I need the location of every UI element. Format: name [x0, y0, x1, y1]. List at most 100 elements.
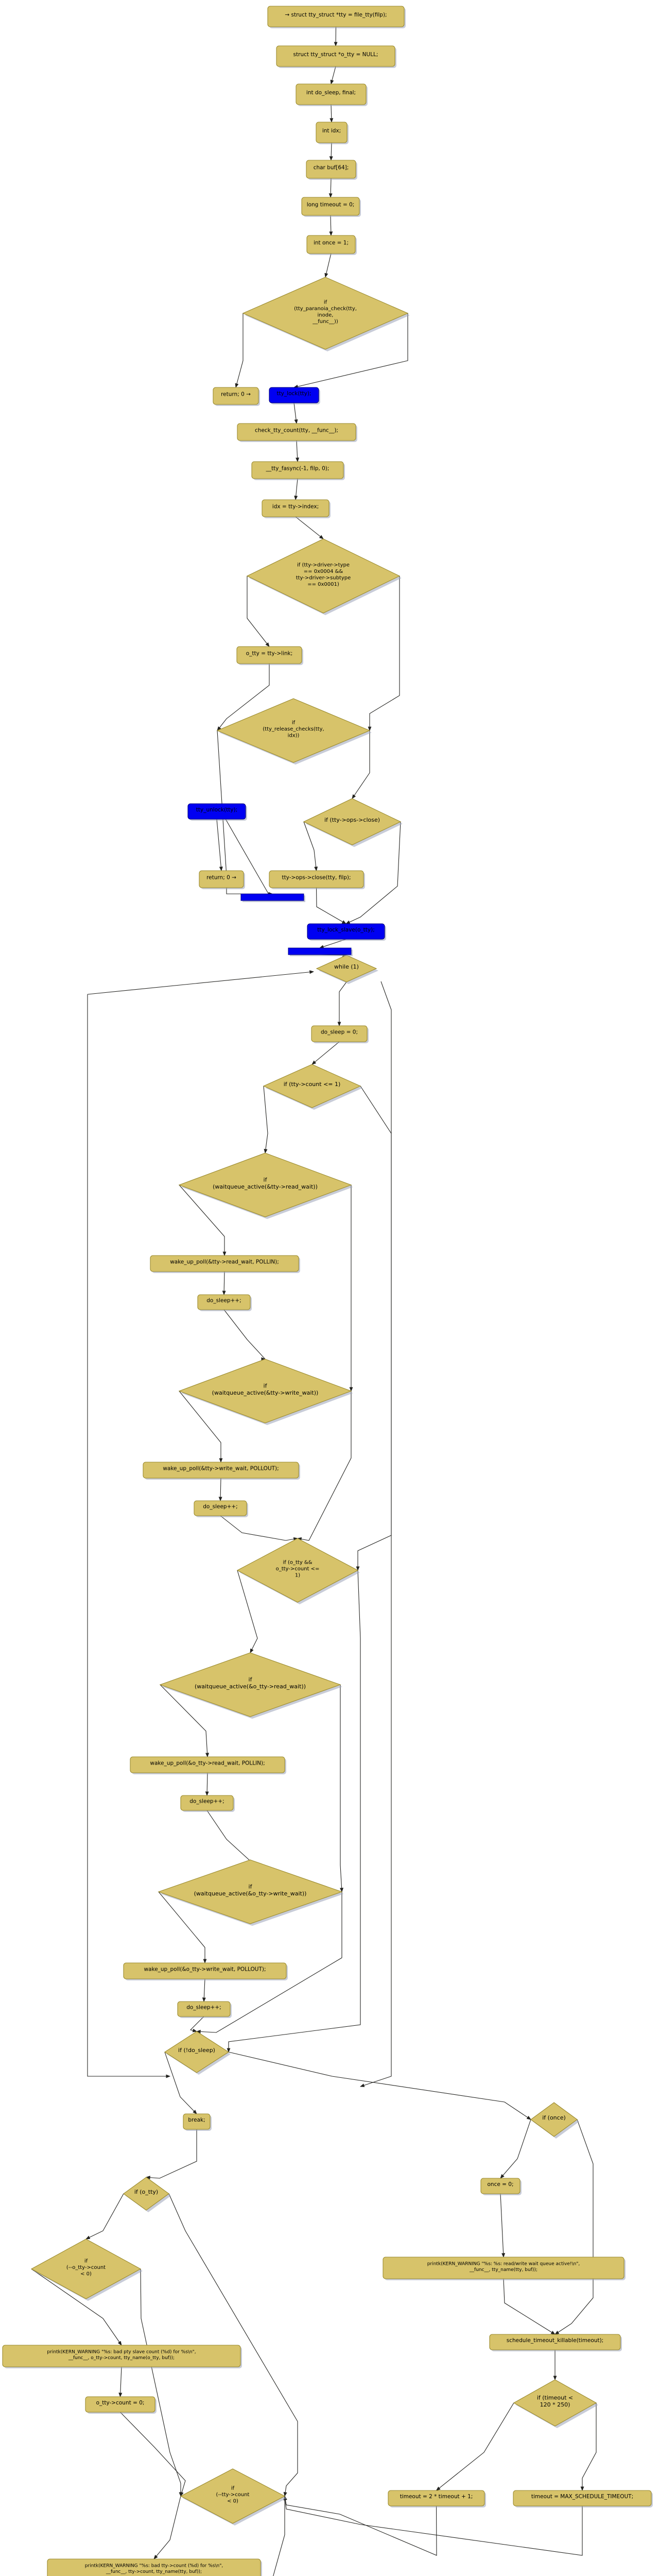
activity-node[interactable]: do_sleep++;: [180, 1795, 235, 1812]
activity-node[interactable]: timeout = MAX_SCHEDULE_TIMEOUT;: [513, 2490, 653, 2507]
loop-back-edge: [87, 994, 171, 2078]
lock-activity-node[interactable]: tty_lock_slave(o_tty);: [307, 923, 386, 941]
flow-edge: [330, 104, 334, 123]
flow-edge: [283, 2495, 583, 2556]
flow-edge: [158, 1891, 207, 1964]
lock-activity-node[interactable]: tty_lock(tty);: [269, 387, 320, 404]
svg-text:tty->ops->close(tty, filp);: tty->ops->close(tty, filp);: [282, 875, 351, 881]
decision-node[interactable]: if(--o_tty->count< 0): [30, 2239, 143, 2301]
svg-text:if(waitqueue_active(&o_tty->wr: if(waitqueue_active(&o_tty->write_wait)): [194, 1883, 307, 1897]
svg-text:if(tty_paranoia_check(tty,inod: if(tty_paranoia_check(tty,inode,__func__…: [294, 299, 357, 325]
decision-node[interactable]: if (o_tty &&o_tty->count <=1): [236, 1538, 360, 1604]
svg-text:__tty_fasync(-1, filp, 0);: __tty_fasync(-1, filp, 0);: [266, 466, 330, 472]
flow-edge: [500, 2119, 531, 2179]
decision-node[interactable]: if(waitqueue_active(&tty->write_wait)): [178, 1359, 353, 1425]
activity-node[interactable]: int once = 1;: [306, 235, 357, 255]
flow-edge: [145, 2129, 197, 2180]
edge-layer: [31, 26, 597, 2576]
activity-node[interactable]: do_sleep++;: [197, 1294, 252, 1311]
svg-text:int once = 1;: int once = 1;: [314, 240, 349, 246]
activity-node[interactable]: timeout = 2 * timeout + 1;: [388, 2490, 486, 2507]
activity-node[interactable]: o_tty->count = 0;: [85, 2396, 157, 2414]
decision-node[interactable]: if (timeout <120 * 250): [513, 2379, 598, 2428]
flow-edge: [297, 1391, 352, 1541]
decision-node[interactable]: while (1): [316, 955, 378, 984]
flow-edge: [228, 2052, 531, 2120]
decision-node[interactable]: if(waitqueue_active(&o_tty->write_wait)): [158, 1859, 344, 1926]
flow-edge: [220, 1515, 299, 1541]
flow-edge: [216, 819, 223, 872]
flow-edge: [217, 664, 270, 731]
flow-edge: [206, 1810, 252, 1864]
decision-node[interactable]: if (tty->count <= 1): [263, 1064, 362, 1110]
activity-node[interactable]: → struct tty_struct *tty = file_tty(filp…: [267, 6, 406, 28]
flow-edge: [356, 1086, 392, 1571]
activity-node[interactable]: tty->ops->close(tty, filp);: [269, 870, 365, 889]
activity-node[interactable]: o_tty = tty->link;: [236, 646, 303, 665]
activity-node[interactable]: long timeout = 0;: [301, 197, 361, 217]
flow-edge: [330, 66, 336, 85]
activity-node[interactable]: do_sleep = 0;: [311, 1025, 369, 1043]
activity-node[interactable]: once = 0;: [480, 2178, 522, 2195]
loop-back-edge-return: [87, 970, 315, 995]
decision-node[interactable]: if (!do_sleep): [164, 2031, 231, 2075]
while-exit-edge: [359, 981, 392, 2087]
svg-text:printk(KERN_WARNING "%s: bad p: printk(KERN_WARNING "%s: bad pty slave c…: [47, 2349, 196, 2361]
activity-node[interactable]: wake_up_poll(&tty->read_wait, POLLIN);: [150, 1255, 300, 1273]
flow-edge: [160, 1684, 210, 1758]
activity-node[interactable]: schedule_timeout_killable(timeout);: [489, 2334, 622, 2351]
decision-node[interactable]: if (o_tty): [123, 2177, 171, 2212]
activity-node[interactable]: wake_up_poll(&o_tty->write_wait, POLLOUT…: [123, 1962, 288, 1980]
decision-node[interactable]: if (tty->driver->type== 0x0004 &&tty->dr…: [246, 538, 402, 615]
activity-node[interactable]: printk(KERN_WARNING "%s: bad pty slave c…: [2, 2345, 242, 2368]
svg-text:printk(KERN_WARNING "%s: bad t: printk(KERN_WARNING "%s: bad tty->count …: [85, 2563, 223, 2574]
activity-node[interactable]: check_tty_count(tty, __func__);: [237, 423, 357, 442]
activity-node[interactable]: int idx;: [316, 122, 349, 144]
activity-node[interactable]: do_sleep++;: [177, 2001, 232, 2018]
decision-node[interactable]: if (tty->ops->close): [303, 798, 403, 847]
flow-edge: [85, 2193, 124, 2240]
svg-text:if(--o_tty->count< 0): if(--o_tty->count< 0): [66, 2259, 106, 2277]
svg-text:if (!do_sleep): if (!do_sleep): [178, 2047, 215, 2054]
activity-node[interactable]: int do_sleep, final;: [296, 83, 368, 106]
flow-edge: [311, 1041, 340, 1065]
svg-text:if(tty_release_checks(tty,idx): if(tty_release_checks(tty,idx)): [263, 720, 324, 739]
activity-node[interactable]: __tty_fasync(-1, filp, 0);: [251, 461, 345, 480]
flow-edge: [337, 981, 347, 1027]
activity-node[interactable]: wake_up_poll(&o_tty->read_wait, POLLIN);: [130, 1756, 286, 1774]
svg-text:return; 0 →: return; 0 →: [221, 392, 251, 398]
svg-text:do_sleep++;: do_sleep++;: [189, 1799, 224, 1805]
activity-node[interactable]: printk(KERN_WARNING "%s: bad tty->count …: [47, 2558, 262, 2576]
svg-text:break;: break;: [188, 2117, 205, 2123]
flow-edge: [293, 402, 298, 425]
decision-node[interactable]: if(tty_paranoia_check(tty,inode,__func__…: [242, 277, 410, 351]
activity-node[interactable]: idx = tty->index;: [262, 499, 331, 518]
decision-node[interactable]: if(waitqueue_active(&tty->read_wait)): [178, 1153, 353, 1219]
activity-node[interactable]: break;: [183, 2113, 212, 2131]
flow-edge: [352, 731, 370, 799]
activity-node[interactable]: char buf[64];: [306, 160, 357, 180]
flow-edge: [273, 2496, 285, 2576]
flow-edge: [503, 2278, 556, 2335]
activity-node[interactable]: printk(KERN_WARNING "%s: %s: read/write …: [383, 2257, 626, 2280]
svg-text:do_sleep++;: do_sleep++;: [206, 1298, 241, 1304]
flow-edge: [118, 2366, 123, 2398]
svg-text:do_sleep = 0;: do_sleep = 0;: [321, 1029, 358, 1036]
activity-node[interactable]: return; 0 →: [213, 387, 260, 406]
svg-text:idx = tty->index;: idx = tty->index;: [272, 504, 319, 510]
lock-activity-node[interactable]: tty_unlock(tty);: [187, 803, 247, 821]
activity-node[interactable]: struct tty_struct *o_tty = NULL;: [276, 45, 396, 68]
activity-node[interactable]: return; 0 →: [199, 870, 245, 889]
decision-node[interactable]: if(tty_release_checks(tty,idx)): [216, 698, 372, 765]
svg-text:char buf[64];: char buf[64];: [314, 165, 349, 171]
decision-node[interactable]: if(--tty->count< 0): [180, 2468, 287, 2526]
flow-edge: [340, 1685, 344, 1893]
flow-edge: [247, 576, 270, 647]
svg-text:if (tty->count <= 1): if (tty->count <= 1): [284, 1081, 341, 1088]
decision-node[interactable]: if (once): [530, 2102, 579, 2139]
activity-node[interactable]: do_sleep++;: [194, 1500, 248, 1517]
decision-node[interactable]: if(waitqueue_active(&o_tty->read_wait)): [159, 1652, 342, 1719]
flow-edge: [296, 440, 300, 463]
activity-node[interactable]: wake_up_poll(&tty->write_wait, POLLOUT);: [143, 1462, 300, 1480]
